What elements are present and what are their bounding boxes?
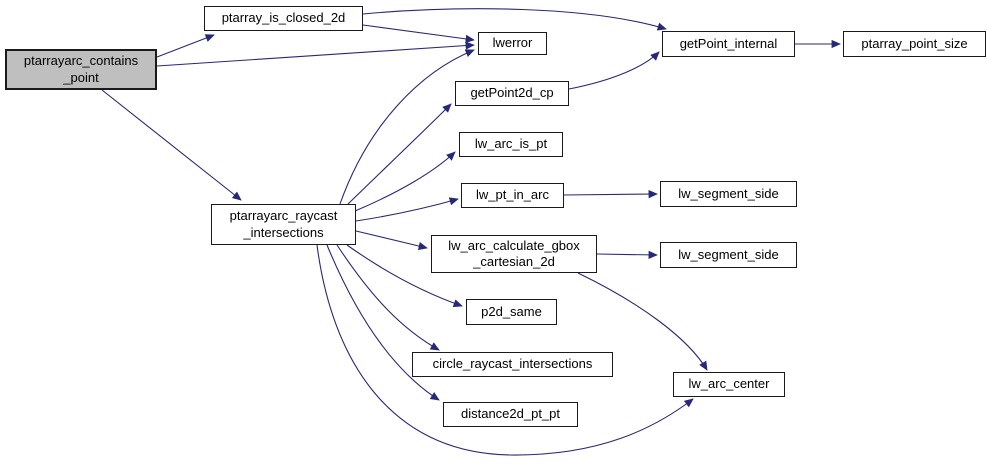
edge-getpoint2d-cp-to-getpoint-internal: [568, 51, 660, 90]
edge-raycast-to-getpoint2d-cp: [347, 103, 452, 205]
edge-contains-point-to-lwerror: [156, 41, 475, 67]
edge-raycast-to-gbox-cartesian-2d: [355, 230, 428, 251]
edge-is-closed-2d-to-lwerror: [362, 24, 475, 43]
node-lw-segment-side-2[interactable]: lw_segment_side: [660, 242, 797, 268]
edge-gbox-cartesian-2d-to-lw-segment-side-2: [596, 250, 658, 259]
edge-raycast-to-lw-pt-in-arc: [355, 197, 459, 222]
node-ptarrayarc-contains-point: ptarrayarc_contains _point: [5, 49, 157, 90]
edge-raycast-to-circle-raycast-intersections: [336, 244, 440, 351]
node-lw-pt-in-arc[interactable]: lw_pt_in_arc: [461, 183, 564, 208]
node-circle-raycast-intersections[interactable]: circle_raycast_intersections: [412, 352, 613, 377]
node-p2d-same[interactable]: p2d_same: [466, 299, 557, 325]
node-ptarray-is-closed-2d[interactable]: ptarray_is_closed_2d: [204, 6, 363, 31]
node-distance2d-pt-pt[interactable]: distance2d_pt_pt: [443, 402, 578, 427]
edge-contains-point-to-is-closed-2d: [156, 34, 215, 58]
node-ptarray-point-size[interactable]: ptarray_point_size: [843, 31, 986, 57]
node-ptarrayarc-raycast-intersections[interactable]: ptarrayarc_raycast _intersections: [211, 204, 356, 245]
edge-lw-pt-in-arc-to-lw-segment-side-1: [563, 189, 658, 199]
node-lw-segment-side-1[interactable]: lw_segment_side: [660, 181, 797, 207]
node-getpoint-internal[interactable]: getPoint_internal: [662, 31, 795, 57]
edge-raycast-to-lwerror: [339, 49, 475, 205]
edge-raycast-to-lw-arc-is-pt: [354, 151, 456, 212]
node-lwerror[interactable]: lwerror: [478, 32, 547, 55]
node-getpoint2d-cp[interactable]: getPoint2d_cp: [455, 81, 569, 106]
node-lw-arc-calculate-gbox-cartesian-2d[interactable]: lw_arc_calculate_gbox _cartesian_2d: [431, 235, 597, 273]
edge-contains-point-to-raycast-intersections: [101, 89, 242, 201]
node-lw-arc-center[interactable]: lw_arc_center: [673, 372, 785, 397]
node-lw-arc-is-pt[interactable]: lw_arc_is_pt: [459, 132, 563, 157]
edge-is-closed-2d-to-getpoint-internal: [362, 8, 667, 31]
